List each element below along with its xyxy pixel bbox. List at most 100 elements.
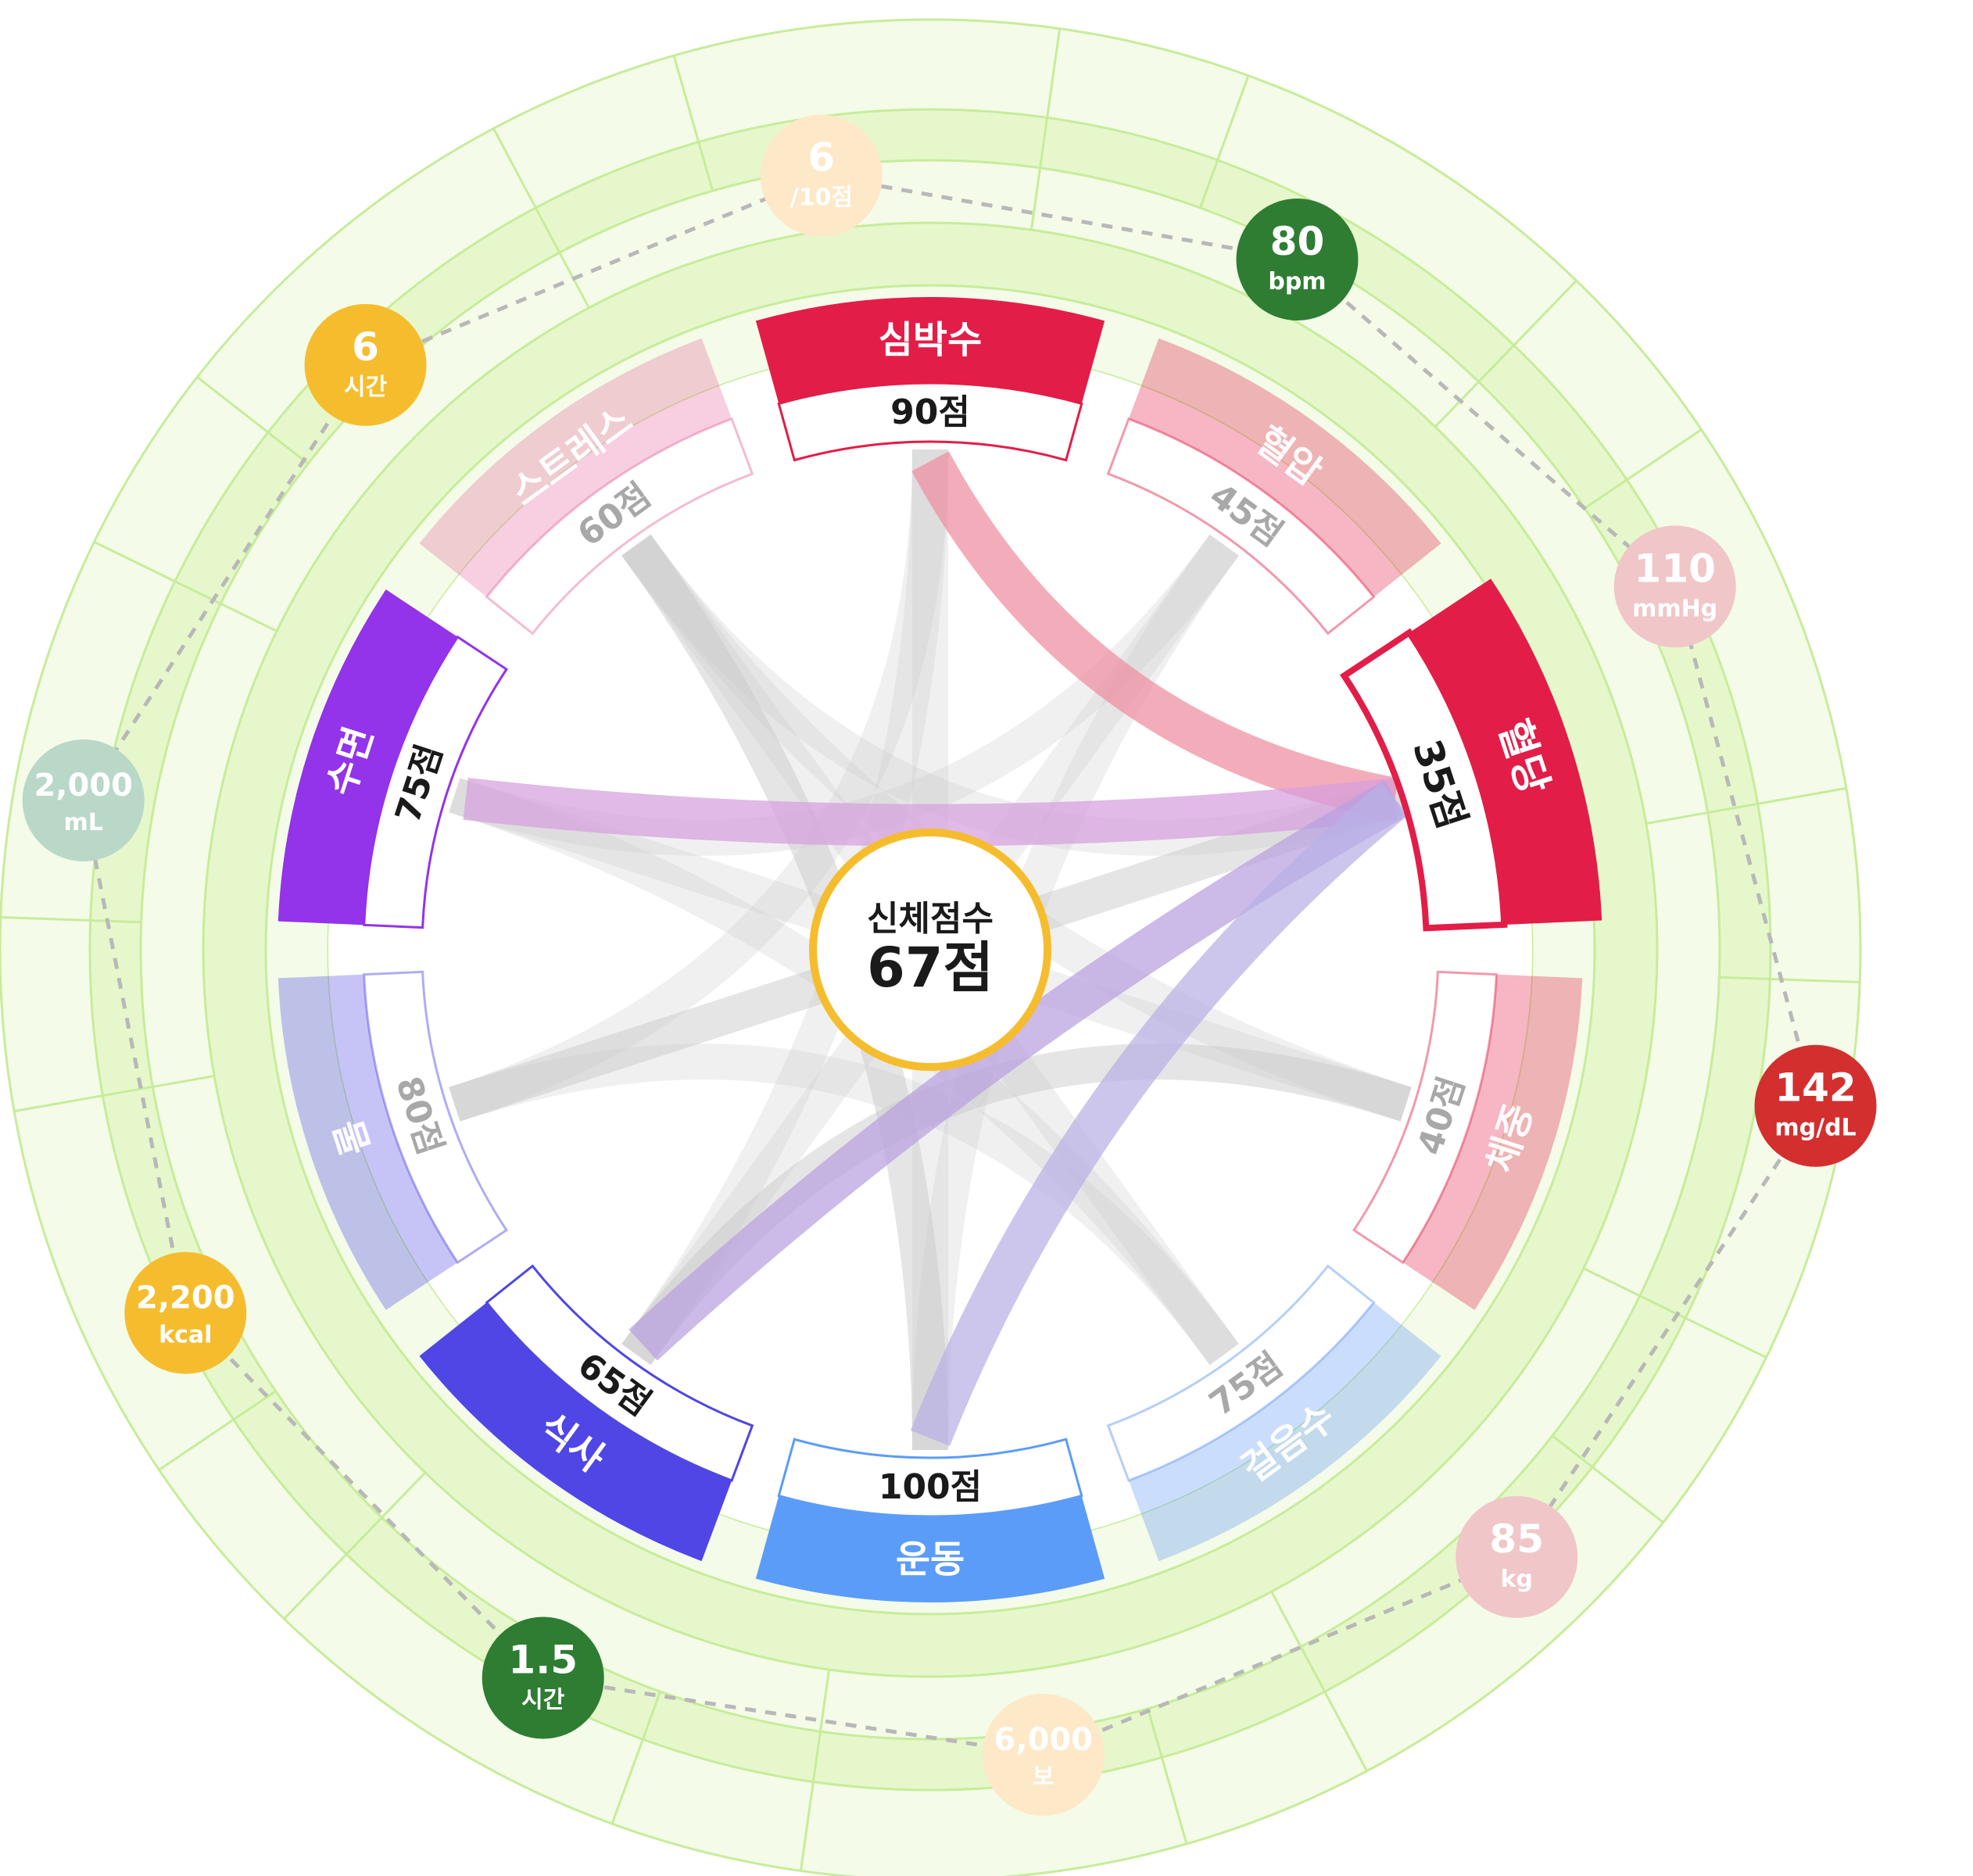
bubble-value: 1.5: [508, 1638, 578, 1683]
bubble-blood-pressure-value: 110 mmHg: [1613, 525, 1736, 648]
background-spoke: [611, 1691, 661, 1824]
chord-link-sleep-blood-sugar: [463, 778, 1398, 847]
segment-band-food: [419, 1302, 732, 1562]
background-spoke: [283, 1471, 427, 1620]
segment-band-weight: [1402, 974, 1583, 1310]
center-score-label: 신체점수: [867, 899, 994, 939]
bubble-value: 2,000: [34, 768, 133, 804]
bubble-unit: mmHg: [1632, 595, 1717, 622]
chord-link-faint: [449, 449, 948, 1122]
bubble-value: 6: [352, 324, 379, 370]
segment-band-blood-pressure: [1128, 338, 1441, 597]
segment-score-box-blood-sugar: [1339, 628, 1508, 932]
chord-link-faint: [449, 1044, 1239, 1366]
segment-band-sleep: [278, 589, 458, 925]
bubble-value: 6: [807, 135, 835, 181]
segment-heart-rate[interactable]: 심박수 90점: [755, 297, 1105, 462]
bubble-value: 110: [1635, 546, 1716, 591]
chord-link-exercise-blood-sugar: [910, 782, 1409, 1447]
segment-score-box-food: [485, 1264, 754, 1483]
background-spoke: [1199, 75, 1250, 209]
bubble-circle: [304, 303, 427, 426]
bubble-circle: [760, 114, 883, 237]
background-spoke: [1029, 28, 1062, 231]
background-spoke: [1270, 1591, 1368, 1772]
segment-score-exercise: 100점: [879, 1467, 982, 1507]
bubble-circle: [1456, 1495, 1578, 1618]
background-spoke: [93, 540, 278, 632]
radar-dashed-polygon: [81, 174, 1818, 1757]
bubble-circle: [482, 1616, 604, 1739]
bubble-circle: [1613, 525, 1736, 648]
bubble-sleep-value: 6 시간: [304, 303, 427, 426]
segment-score-box-steps: [1106, 1264, 1376, 1483]
value-bubbles: 6/10점80bpm110mmHg142mg/dL85kg6,000보1.5시간…: [22, 114, 1877, 1816]
segment-score-box-water: [363, 970, 509, 1265]
background-ring-line: [88, 108, 1772, 1792]
segment-band-heart-rate: [755, 297, 1105, 404]
background-ring-line: [202, 221, 1659, 1678]
bubble-value: 2,200: [136, 1280, 235, 1316]
segment-band-blood-sugar: [1409, 578, 1602, 925]
center-score-ring: [809, 829, 1051, 1071]
chord-links: [449, 449, 1412, 1451]
bubble-unit: /10점: [790, 184, 853, 212]
background-spoke: [1434, 279, 1577, 428]
segment-name-exercise: 운동: [896, 1538, 965, 1581]
bubble-unit: 시간: [521, 1687, 565, 1714]
segment-score-box-weight: [1352, 970, 1498, 1265]
segment-score-box-heart-rate: [777, 381, 1083, 462]
bubble-unit: mg/dL: [1774, 1115, 1856, 1142]
bubble-value: 85: [1489, 1516, 1544, 1562]
bubble-circle: [22, 739, 145, 861]
bubble-value: 142: [1774, 1065, 1856, 1111]
segment-band-water: [278, 974, 458, 1310]
bubble-food-value: 2,200 kcal: [124, 1251, 247, 1374]
background-spoke: [1583, 1267, 1767, 1359]
segment-score-box-exercise: [777, 1437, 1083, 1518]
segment-score-box-sleep: [363, 635, 509, 929]
background-spoke: [196, 376, 310, 465]
center-score: 신체점수 67점: [809, 829, 1051, 1071]
bubble-circle: [124, 1251, 247, 1374]
bubble-blood-sugar-value: 142 mg/dL: [1754, 1044, 1877, 1167]
background-spoke: [1645, 786, 1847, 825]
background-spoke: [672, 55, 714, 192]
background-spoke: [1551, 1434, 1664, 1523]
bubble-circle: [1236, 199, 1359, 321]
bubble-circle: [1754, 1044, 1877, 1167]
background-ring-line: [0, 18, 1862, 1876]
bubble-steps-value: 6,000 보: [982, 1693, 1105, 1816]
bubble-circle: [982, 1693, 1105, 1816]
bubble-unit: 시간: [344, 374, 388, 401]
background-spoke: [1584, 428, 1703, 510]
bubble-stress-value: 6/10점: [760, 114, 883, 237]
background-spoke: [13, 1075, 215, 1113]
background-spoke: [0, 915, 141, 924]
background-spoke: [1719, 976, 1860, 984]
segment-exercise[interactable]: 운동 100점: [755, 1437, 1105, 1603]
background-spoke: [158, 1390, 277, 1471]
center-score-value: 67점: [867, 936, 994, 1000]
segment-score-box-blood-pressure: [1106, 417, 1376, 635]
bubble-unit: 보: [1033, 1763, 1055, 1791]
bubble-value: 6,000: [994, 1722, 1093, 1758]
segment-band-stress: [419, 338, 732, 597]
bubble-unit: kcal: [159, 1322, 212, 1349]
segment-score-heart-rate: 90점: [890, 392, 970, 432]
background-spoke: [1146, 1708, 1188, 1845]
background-spoke: [799, 1669, 831, 1871]
segment-name-heart-rate: 심박수: [879, 318, 982, 362]
segment-score-box-stress: [485, 417, 754, 635]
segment-band-exercise: [755, 1495, 1105, 1603]
background-ring-line: [264, 284, 1596, 1616]
bubble-exercise-value: 1.5 시간: [482, 1616, 604, 1739]
